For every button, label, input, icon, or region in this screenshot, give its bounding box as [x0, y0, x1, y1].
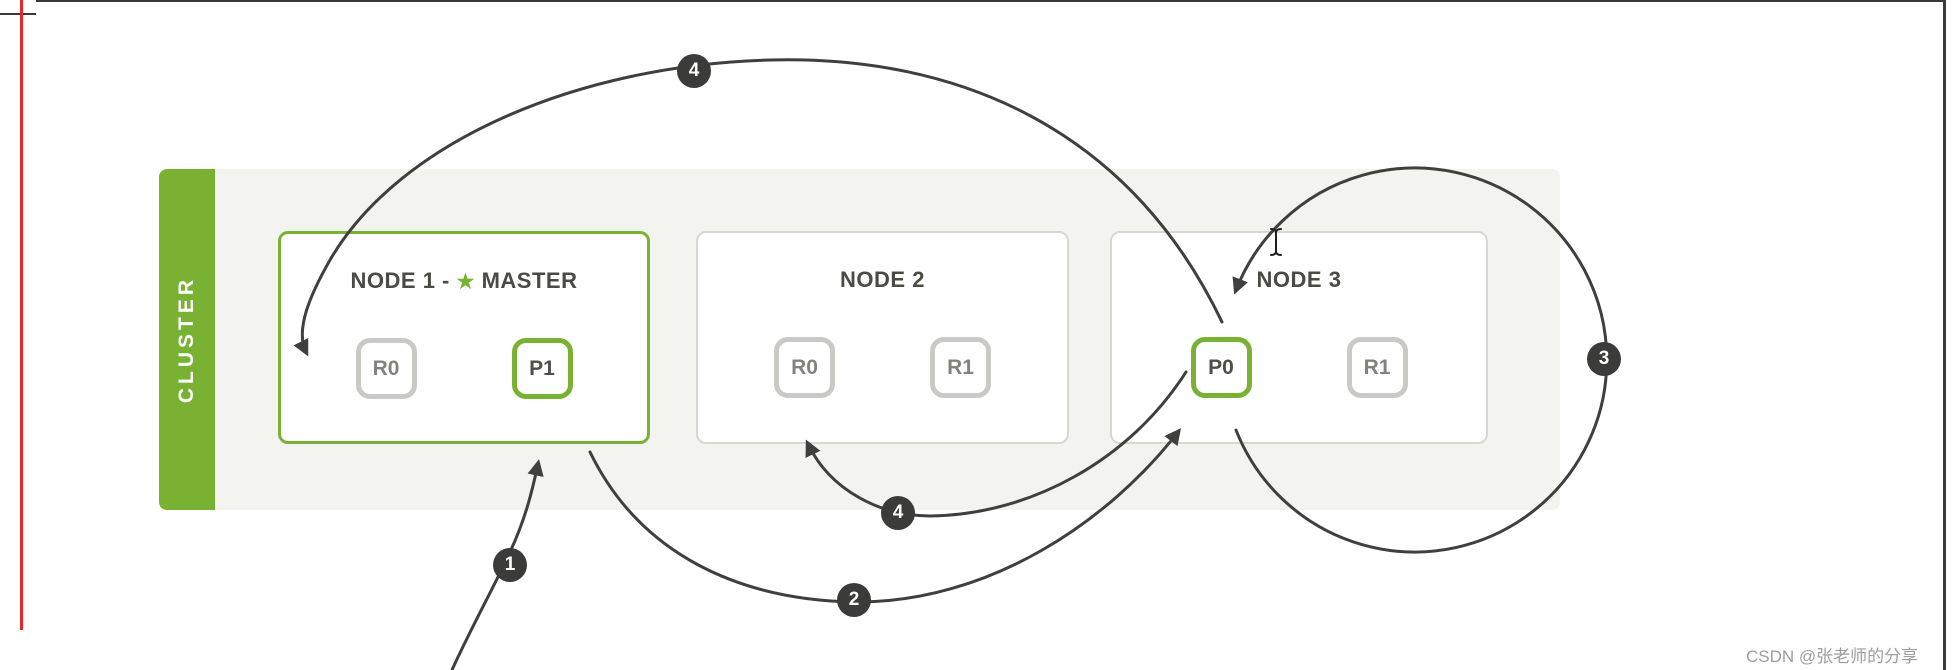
- step-badge-4-top: 4: [677, 54, 711, 88]
- node-3-title: NODE 3: [1256, 267, 1342, 292]
- cluster-label: CLUSTER: [175, 275, 198, 404]
- shard-r0-node1: R0: [355, 338, 417, 399]
- step-badge-1: 1: [493, 548, 527, 582]
- step-badge-3: 3: [1587, 342, 1621, 376]
- node-1-shards: R0 P1: [281, 338, 647, 399]
- shard-r0-node2: R0: [774, 337, 835, 398]
- node-3-shards: P0 R1: [1112, 337, 1486, 398]
- text-cursor-icon: [1270, 228, 1282, 256]
- step-badge-4-lower: 4: [881, 496, 915, 530]
- node-1-box: NODE 1 - ★ MASTER R0 P1: [278, 231, 650, 444]
- node-1-title-prefix: NODE 1 -: [350, 268, 450, 293]
- node-2-box: NODE 2 R0 R1: [696, 231, 1069, 444]
- screenshot-frame-topleft-segment: [0, 13, 36, 15]
- shard-r1-node2: R1: [930, 337, 991, 398]
- red-guide-line: [20, 0, 23, 630]
- master-star-icon: ★: [456, 271, 475, 293]
- screenshot-frame-top-border: [36, 0, 1944, 2]
- node-1-title: NODE 1 - ★ MASTER: [281, 268, 647, 294]
- node-2-title: NODE 2: [840, 267, 925, 292]
- step-badge-2: 2: [837, 583, 871, 617]
- node-1-title-master: MASTER: [481, 268, 578, 293]
- shard-p1-node1: P1: [511, 338, 573, 399]
- shard-p0-node3: P0: [1190, 337, 1252, 398]
- shard-r1-node3: R1: [1346, 337, 1408, 398]
- node-3-box: NODE 3 P0 R1: [1110, 231, 1488, 444]
- node-2-shards: R0 R1: [698, 337, 1067, 398]
- screenshot-frame-right-border: [1943, 0, 1946, 670]
- cluster-sidebar: CLUSTER: [159, 169, 215, 510]
- csdn-watermark: CSDN @张老师的分享: [1746, 647, 1919, 666]
